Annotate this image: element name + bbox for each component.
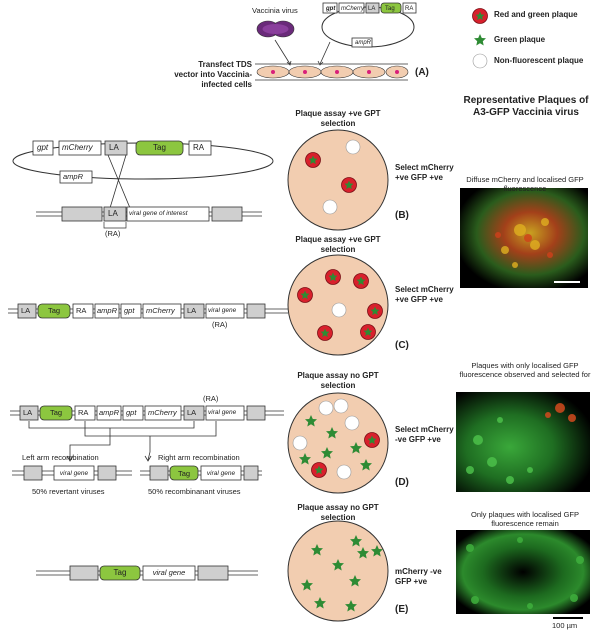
c-la1: LA [21, 306, 31, 315]
panel-d-label: (D) [395, 477, 409, 488]
b-ra: RA [193, 143, 205, 152]
d-la2: LA [187, 408, 197, 417]
right-product [140, 465, 262, 481]
d-mcherry: mCherry [148, 408, 177, 417]
legend-green-label: Green plaque [494, 35, 546, 44]
left-product [12, 465, 132, 481]
top-plasmid [321, 2, 417, 48]
right-product-gene: viral gene [206, 470, 236, 477]
top-ra: RA [405, 6, 414, 12]
d-gpt: gpt [126, 408, 137, 417]
e-gene: viral gene [152, 568, 186, 577]
transfect-label: Transfect TDS vector into Vaccinia-infec… [174, 60, 252, 89]
recombination-lines [28, 421, 217, 462]
top-amp: ampR [355, 40, 372, 46]
panel-e-label: (E) [395, 604, 409, 615]
d-tag: Tag [49, 408, 63, 417]
select-label-c: Select mCherry +ve GFP +ve [395, 285, 454, 304]
micrograph-e [456, 530, 590, 614]
right-column-title: Representative Plaques of A3-GFP Vaccini… [463, 95, 589, 118]
dish-e [287, 520, 389, 622]
legend-green-icon [474, 34, 486, 46]
panel-d-construct [10, 405, 284, 421]
assay-title-d: Plaque assay no GPT selection [297, 371, 379, 390]
top-la: LA [368, 6, 376, 12]
legend-red-green-icon [472, 8, 488, 24]
c-gpt: gpt [124, 306, 135, 315]
micro-caption-d: Plaques with only localised GFP fluoresc… [459, 361, 591, 379]
top-tag: Tag [385, 6, 395, 12]
c-mcherry: mCherry [146, 306, 175, 315]
right-product-tag: Tag [177, 469, 191, 478]
virus-label: Vaccinia virus [252, 6, 298, 15]
micrograph-b [460, 188, 588, 288]
panel-b-label: (B) [395, 210, 409, 221]
left-arm-label: Left arm recombination [22, 453, 99, 462]
assay-title-b: Plaque assay +ve GPT selection [295, 109, 381, 128]
panel-c-label: (C) [395, 340, 409, 351]
b-amp: ampR [63, 172, 84, 181]
panel-a-label: (A) [415, 67, 429, 78]
right-arm-label: Right arm recombination [158, 453, 240, 462]
panel-b-plasmid [12, 140, 274, 209]
left-product-gene: viral gene [59, 470, 89, 477]
c-amp: ampR [97, 306, 118, 315]
e-tag: Tag [113, 568, 127, 577]
micro-caption-b: Diffuse mCherry and localised GFP fluore… [466, 175, 584, 193]
b-mcherry: mCherry [62, 143, 93, 152]
panel-b-genome [36, 206, 262, 229]
select-label-d: Select mCherry -ve GFP +ve [395, 425, 454, 444]
legend-white-icon [472, 53, 488, 69]
dish-d [287, 392, 389, 494]
cell-row [255, 63, 409, 81]
select-label-e: mCherry -ve GFP +ve [395, 567, 442, 586]
b-ra-note: (RA) [105, 229, 121, 238]
top-mcherry: mCherry [341, 6, 365, 12]
c-ra-note: (RA) [212, 320, 228, 329]
dish-c [287, 254, 389, 356]
assay-title-e: Plaque assay no GPT selection [297, 503, 379, 522]
b-genome-la: LA [108, 209, 118, 218]
right-result: 50% recombinanant viruses [148, 487, 241, 496]
assay-title-c: Plaque assay +ve GPT selection [295, 235, 381, 254]
micro-caption-e: Only plaques with localised GFP fluoresc… [471, 510, 579, 528]
infection-arrows [274, 39, 331, 66]
dish-b [287, 129, 389, 231]
c-tag: Tag [47, 306, 61, 315]
d-ra: RA [78, 408, 89, 417]
b-tag: Tag [153, 143, 166, 152]
c-ra: RA [76, 306, 87, 315]
panel-e-construct [36, 565, 258, 581]
b-genome-gene: viral gene of interest [129, 210, 188, 217]
d-amp: ampR [99, 408, 120, 417]
legend-red-green-label: Red and green plaque [494, 10, 578, 19]
top-gpt: gpt [326, 6, 336, 12]
scale-label: 100 µm [552, 621, 578, 630]
b-la: LA [109, 143, 119, 152]
d-ra-note: (RA) [203, 394, 219, 403]
c-gene: viral gene [208, 307, 237, 314]
c-la2: LA [187, 306, 197, 315]
b-gpt: gpt [37, 143, 49, 152]
vaccinia-virus-icon [256, 20, 295, 38]
d-la1: LA [23, 408, 33, 417]
legend-white-label: Non-fluorescent plaque [494, 56, 584, 65]
micrograph-d [456, 392, 590, 492]
left-result: 50% revertant viruses [32, 487, 105, 496]
d-gene: viral gene [208, 409, 237, 416]
select-label-b: Select mCherry +ve GFP +ve [395, 163, 454, 182]
panel-c-construct [8, 303, 288, 319]
